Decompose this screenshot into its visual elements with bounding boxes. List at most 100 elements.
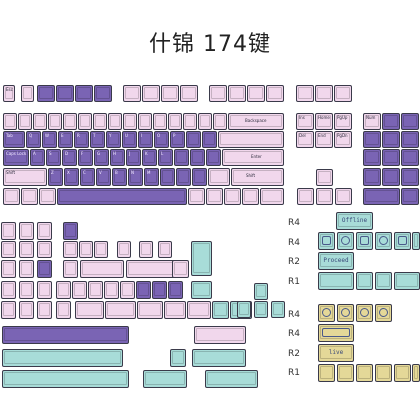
right-shift-key: Shift [231,168,284,186]
key [108,113,122,130]
num-key [363,131,381,148]
novelty-key [375,364,392,382]
key-s: S [46,149,61,166]
extra-key [19,281,34,299]
extra-key [37,222,52,240]
novelty-key [356,272,373,290]
f-key [56,85,74,102]
row-label: R4 [288,310,300,320]
key-c: C [80,168,95,186]
num-key [401,113,419,130]
arrow-left-key [297,188,314,205]
extra-arrow-key [271,301,285,318]
pgup-key: PgUp [334,113,352,130]
extra-key [37,301,52,319]
extra-key [139,241,153,258]
live-novelty-key: live [318,344,354,362]
arrow-right-key [335,188,352,205]
key-v: V [96,168,111,186]
key-f: F [78,149,93,166]
extra-key [75,301,104,319]
key-b: B [112,168,127,186]
key [190,149,205,166]
key-o: O [154,131,169,148]
f-key [123,85,141,102]
extra-key [56,281,71,299]
print-key [296,85,314,102]
extra-key [164,301,186,319]
enter-key: Enter [222,149,284,166]
extra-key [152,281,167,299]
key-a: A [30,149,45,166]
f-key [37,85,55,102]
offline-novelty-key: Offline [336,212,373,230]
novelty-key [356,304,373,322]
extra-arrow-key [254,283,268,300]
extra-key [1,281,16,299]
novelty-key [318,324,354,342]
key [63,113,77,130]
extra-spacebar [2,326,129,344]
row-label: R4 [288,238,300,248]
key [93,113,107,130]
key-p: P [170,131,185,148]
novelty-key [412,364,420,382]
key [3,113,17,130]
f-key [21,85,34,102]
novelty-key [337,232,354,250]
novelty-key [318,364,335,382]
key [192,168,207,186]
novelty-key [394,232,411,250]
key-j: J [126,149,141,166]
extra-key [170,349,186,367]
key-z: Z [48,168,63,186]
f-key [94,85,112,102]
num-key [401,149,419,166]
extra-key [187,301,211,319]
spacebar-key [57,188,187,205]
page-title: 什锦 174键 [149,32,271,57]
novelty-key [337,364,354,382]
key-w: W [42,131,57,148]
extra-key [37,241,52,258]
key-t: T [90,131,105,148]
proceed-novelty-key: Proceed [318,252,354,270]
novelty-key [318,304,335,322]
extra-spacebar [2,349,123,367]
novelty-key [356,232,373,250]
novelty-key [356,364,373,382]
key [18,113,32,130]
win-key [21,188,38,205]
extra-key [63,241,78,258]
extra-key [104,281,119,299]
key-d: D [62,149,77,166]
key [176,168,191,186]
key [206,149,221,166]
f-key [228,85,246,102]
f-key [266,85,284,102]
extra-spacebar [143,370,187,388]
pgdn-key: PgDn [334,131,352,148]
extra-key [19,260,34,278]
novelty-key [318,232,335,250]
key [186,131,201,148]
ctrl-key [3,188,20,205]
key [138,113,152,130]
extra-key [137,301,163,319]
extra-spacebar [194,326,246,344]
row-label: R4 [288,218,300,228]
arrow-up-key [316,169,333,186]
extra-key [37,281,52,299]
row-label: R2 [288,349,300,359]
ctrl-key [242,188,259,205]
ins-key: Ins [296,113,314,130]
key-e: E [58,131,73,148]
key [123,113,137,130]
extra-key [19,301,34,319]
arrow-down-key [316,188,333,205]
key-y: Y [106,131,121,148]
novelty-key [375,272,392,290]
num-key [363,149,381,166]
key [260,188,284,205]
menu-key [224,188,241,205]
